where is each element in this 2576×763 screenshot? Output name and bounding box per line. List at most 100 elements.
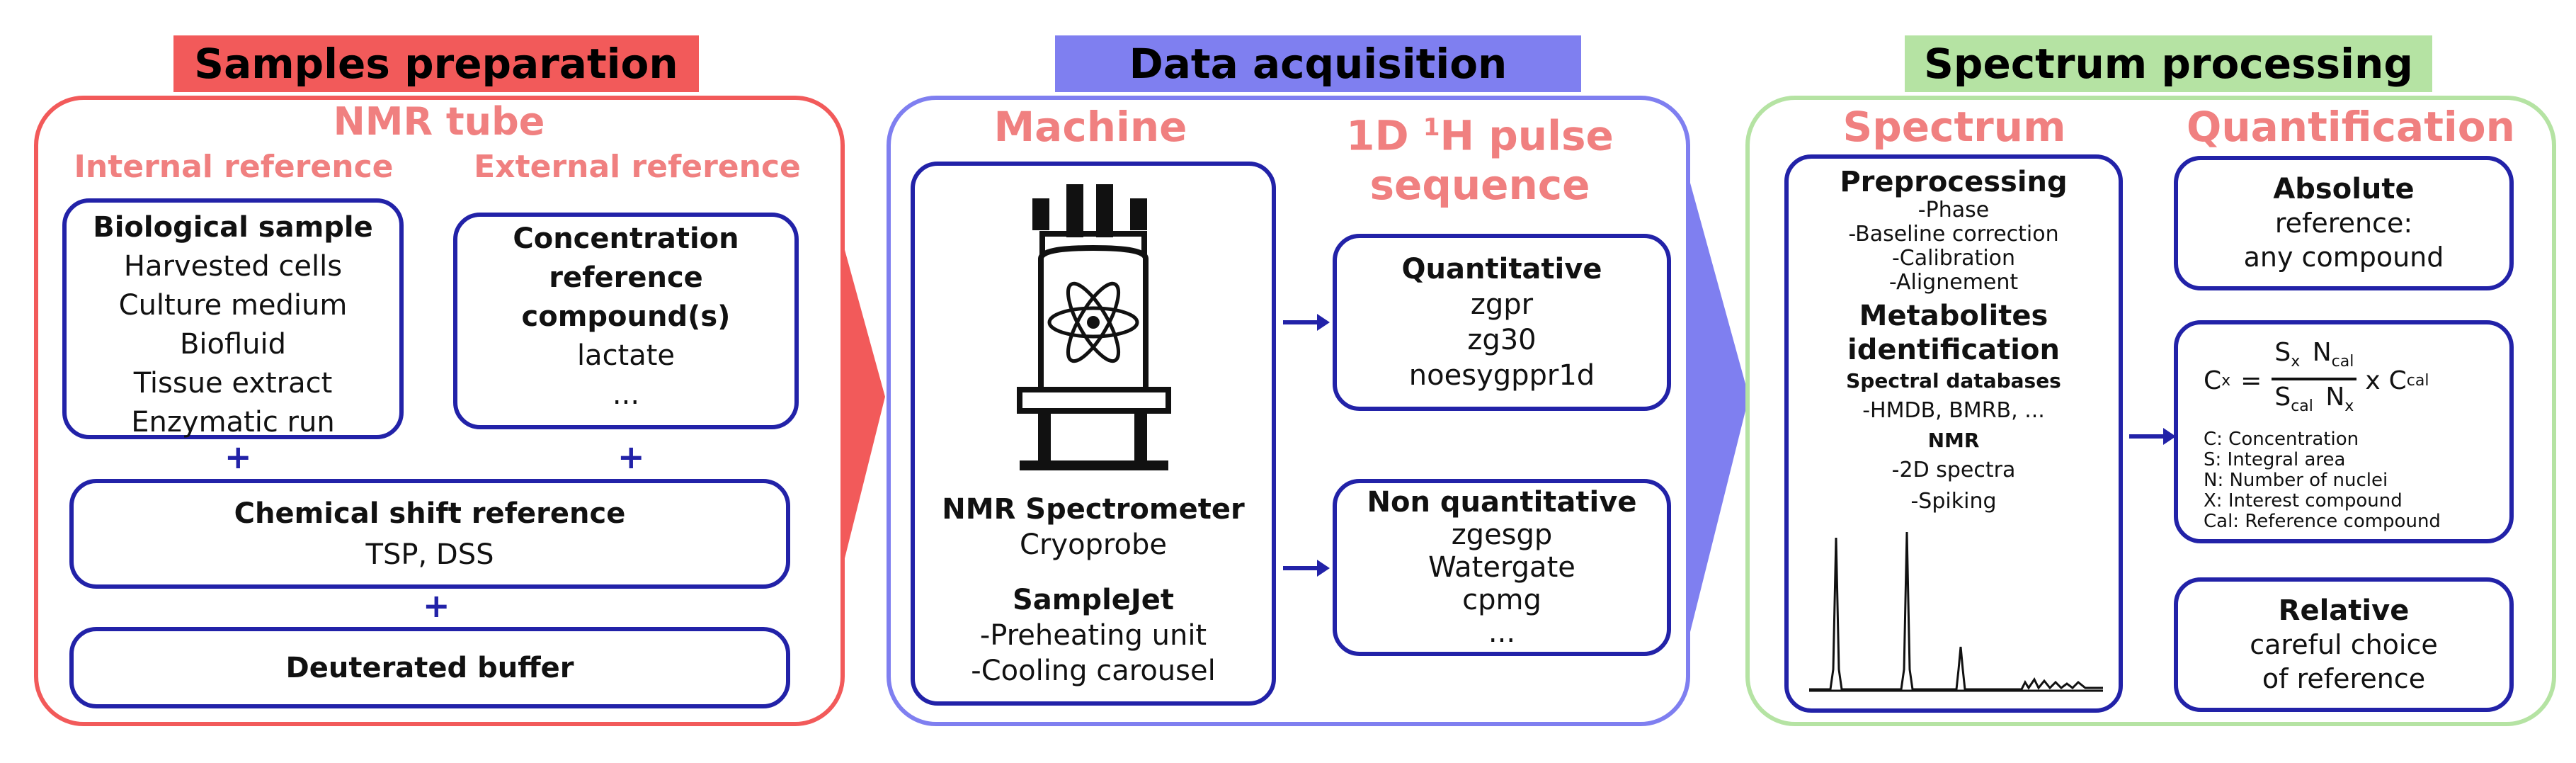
absolute-box: Absolute reference: any compound (2174, 156, 2514, 290)
preprocessing-item: -Phase (1917, 198, 1990, 222)
formula-den-s-sub: cal (2291, 397, 2313, 416)
formula-numerator: Sx Ncal (2272, 337, 2357, 381)
formula-lhs-sub: x (2221, 371, 2231, 390)
concentration-title-line: Concentration (513, 222, 739, 255)
non-quantitative-item: ... (1488, 616, 1516, 649)
quantitative-item: zg30 (1467, 324, 1537, 356)
spectrum-label: Spectrum (1842, 103, 2066, 151)
spectral-databases-item: -HMDB, BMRB, ... (1862, 398, 2045, 423)
pulse-sequence-label: 1D 1H pulse sequence (1296, 103, 1664, 210)
non-quantitative-item: Watergate (1428, 551, 1575, 584)
bio-item: Harvested cells (123, 250, 343, 283)
metabolites-title-line: identification (1847, 334, 2060, 366)
formula-num-s: S (2274, 338, 2291, 367)
formula-lhs: C (2204, 366, 2222, 395)
samplejet-item: -Preheating unit (979, 619, 1207, 652)
nmr-spectrometer-icon (1017, 184, 1171, 470)
formula-den-s: S (2274, 383, 2291, 412)
nmr-item: -2D spectra (1891, 458, 2016, 482)
formula-num-n-sub: cal (2331, 353, 2354, 371)
external-reference-label: External reference (474, 149, 801, 185)
plus-sign: + (617, 438, 645, 476)
legend-item: Cal: Reference compound (2204, 511, 2441, 533)
biological-sample-box: Biological sample Harvested cells Cultur… (62, 198, 404, 439)
absolute-item: any compound (2243, 242, 2444, 273)
bio-item: Enzymatic run (131, 406, 335, 439)
non-quantitative-item: zgesgp (1451, 519, 1553, 551)
formula-den-n: N (2325, 383, 2345, 412)
formula-fraction: Sx Ncal Scal Nx (2272, 337, 2357, 424)
legend-item: N: Number of nuclei (2204, 470, 2388, 492)
deuterated-buffer-box: Deuterated buffer (69, 627, 790, 708)
preprocessing-item: -Baseline correction (1848, 222, 2059, 247)
non-quantitative-box: Non quantitative zgesgp Watergate cpmg .… (1333, 479, 1671, 656)
nmr-tube-label: NMR tube (333, 99, 545, 144)
relative-item: careful choice (2250, 629, 2438, 660)
pulse-label-superscript: 1 (1423, 113, 1440, 142)
internal-reference-label: Internal reference (74, 149, 394, 185)
formula-legend: C: Concentration S: Integral area N: Num… (2204, 429, 2441, 532)
formula-num-s-sub: x (2291, 353, 2301, 371)
samplejet-item: -Cooling carousel (971, 655, 1216, 687)
legend-item: C: Concentration (2204, 429, 2359, 451)
concentration-reference-box: Concentration reference compound(s) lact… (453, 213, 799, 429)
formula-denominator: Scal Nx (2272, 380, 2356, 424)
absolute-title: Absolute (2273, 173, 2415, 205)
formula-num-n: N (2312, 338, 2332, 367)
arrow-icon (1283, 560, 1330, 577)
plus-sign: + (224, 438, 252, 476)
samples-title: Samples preparation (173, 35, 699, 92)
samplejet-title: SampleJet (1012, 584, 1175, 616)
concentration-item: ... (612, 378, 640, 411)
spectrometer-subtitle: Cryoprobe (1020, 529, 1167, 561)
acquisition-title: Data acquisition (1055, 35, 1581, 92)
formula-equals: = (2240, 366, 2262, 395)
processing-title: Spectrum processing (1905, 35, 2432, 92)
quantitative-item: zgpr (1470, 288, 1534, 321)
concentration-item: lactate (576, 339, 676, 372)
formula-den-n-sub: x (2344, 397, 2354, 416)
spectrum-box: Preprocessing -Phase -Baseline correctio… (1784, 154, 2123, 713)
machine-label: Machine (993, 103, 1187, 151)
preprocessing-item: -Calibration (1891, 246, 2016, 271)
non-quantitative-title: Non quantitative (1367, 486, 1637, 519)
pulse-label-part: sequence (1369, 161, 1590, 210)
deuterated-buffer-label: Deuterated buffer (285, 651, 574, 684)
arrow-icon (2129, 428, 2176, 445)
spectrometer-title: NMR Spectrometer (942, 493, 1245, 526)
relative-box: Relative careful choice of reference (2174, 577, 2514, 712)
quantitative-title: Quantitative (1401, 253, 1602, 286)
pulse-label-part: H pulse (1440, 111, 1614, 160)
biological-sample-title: Biological sample (93, 211, 373, 244)
preprocessing-title: Preprocessing (1840, 166, 2068, 198)
concentration-title-line: compound(s) (521, 300, 731, 333)
quantification-label: Quantification (2187, 103, 2515, 151)
nmr-spectrum-plot (1809, 531, 2103, 692)
formula-c: C (2388, 366, 2407, 395)
pulse-label-part: 1D (1346, 111, 1423, 160)
legend-item: S: Integral area (2204, 449, 2346, 471)
chemical-shift-box: Chemical shift reference TSP, DSS (69, 479, 790, 589)
chemical-shift-title: Chemical shift reference (234, 497, 626, 530)
plus-sign: + (423, 587, 450, 625)
relative-item: of reference (2262, 663, 2426, 694)
concentration-title-line: reference (549, 261, 703, 294)
formula-c-sub: cal (2406, 371, 2429, 390)
relative-title: Relative (2278, 594, 2410, 627)
absolute-item: reference: (2274, 208, 2413, 239)
bio-item: Culture medium (118, 289, 348, 322)
non-quantitative-item: cpmg (1462, 584, 1541, 616)
bio-item: Biofluid (179, 328, 287, 361)
legend-item: X: Interest compound (2204, 490, 2403, 512)
chemical-shift-value: TSP, DSS (365, 538, 494, 571)
arrow-icon (1283, 314, 1330, 331)
metabolites-title-line: Metabolites (1859, 300, 2048, 332)
spectral-databases-title: Spectral databases (1846, 369, 2061, 392)
quantitative-item: noesygppr1d (1408, 359, 1595, 392)
nmr-item: -Spiking (1910, 489, 1997, 514)
formula-times: x (2365, 366, 2381, 395)
quantitative-box: Quantitative zgpr zg30 noesygppr1d (1333, 234, 1671, 411)
preprocessing-item: -Alignement (1888, 270, 2019, 295)
